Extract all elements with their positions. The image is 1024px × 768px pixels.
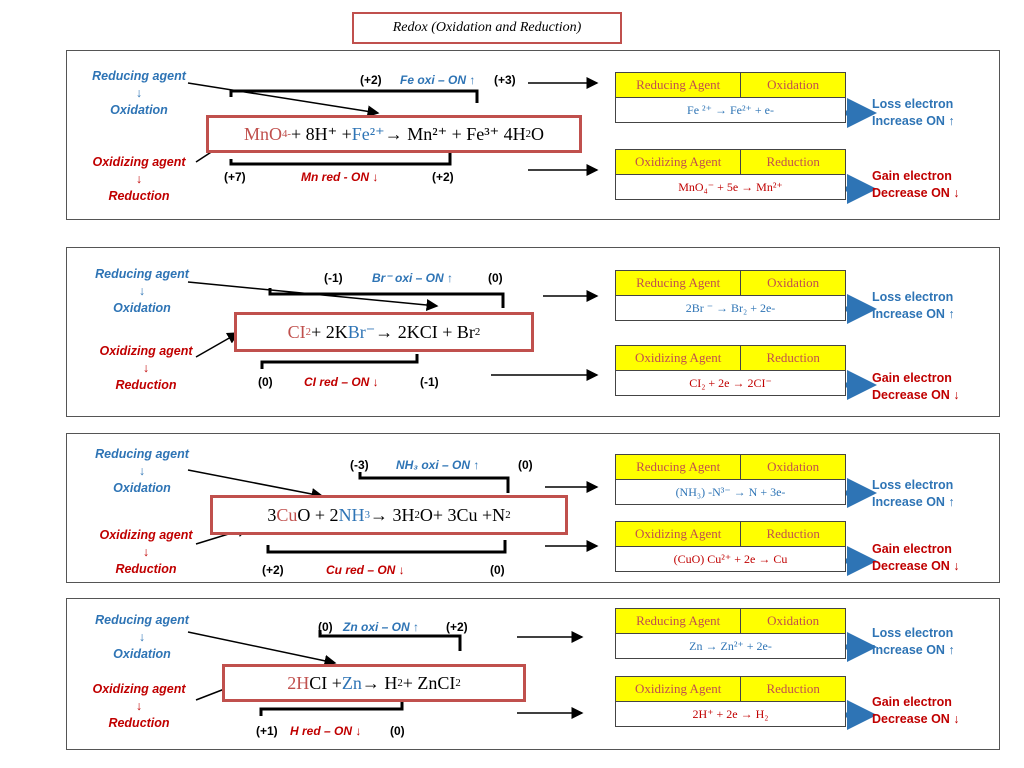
side-oxidizing-4: Oxidizing agent ↓ Reduction xyxy=(92,682,186,730)
oxi-left-3: (-3) xyxy=(350,458,369,472)
red-label-4: H red – ON ↓ xyxy=(290,724,362,738)
panel-1 xyxy=(66,50,1000,220)
oxi-label-2: Br⁻ oxi – ON ↑ xyxy=(372,271,454,285)
oxi-label-1: Fe oxi – ON ↑ xyxy=(400,73,476,87)
oxi-right-1: (+3) xyxy=(494,73,516,87)
red-left-2: (0) xyxy=(258,375,273,389)
red-label-1: Mn red - ON ↓ xyxy=(301,170,379,184)
oxi-left-4: (0) xyxy=(318,620,333,634)
page-title: Redox (Oxidation and Reduction) xyxy=(352,12,622,44)
oxi-right-3: (0) xyxy=(518,458,533,472)
side-reducing-3: Reducing agent ↓ Oxidation xyxy=(95,447,189,495)
panel-4 xyxy=(66,598,1000,750)
red-right-1: (+2) xyxy=(432,170,454,184)
oxi-label-3: NH₃ oxi – ON ↑ xyxy=(396,458,480,472)
oxi-right-2: (0) xyxy=(488,271,503,285)
red-right-3: (0) xyxy=(490,563,505,577)
side-reducing-1: Reducing agent ↓ Oxidation xyxy=(92,69,186,117)
side-reducing-2: Reducing agent ↓ Oxidation xyxy=(95,267,189,315)
red-left-4: (+1) xyxy=(256,724,278,738)
red-left-3: (+2) xyxy=(262,563,284,577)
oxi-left-2: (-1) xyxy=(324,271,343,285)
oxi-right-4: (+2) xyxy=(446,620,468,634)
oxi-label-4: Zn oxi – ON ↑ xyxy=(343,620,420,634)
side-reducing-4: Reducing agent ↓ Oxidation xyxy=(95,613,189,661)
side-oxidizing-3: Oxidizing agent ↓ Reduction xyxy=(99,528,193,576)
red-right-4: (0) xyxy=(390,724,405,738)
side-oxidizing-1: Oxidizing agent ↓ Reduction xyxy=(92,155,186,203)
red-label-3: Cu red – ON ↓ xyxy=(326,563,405,577)
red-right-2: (-1) xyxy=(420,375,439,389)
panel-3 xyxy=(66,433,1000,583)
side-oxidizing-2: Oxidizing agent ↓ Reduction xyxy=(99,344,193,392)
red-left-1: (+7) xyxy=(224,170,246,184)
oxi-left-1: (+2) xyxy=(360,73,382,87)
panel-2 xyxy=(66,247,1000,417)
red-label-2: CI red – ON ↓ xyxy=(304,375,379,389)
